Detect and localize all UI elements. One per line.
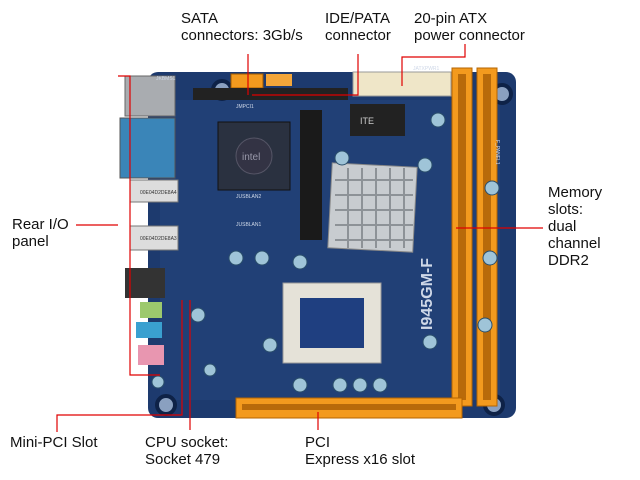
callout-lines	[56, 44, 543, 432]
label-line: PCI	[305, 434, 331, 451]
mac-sticker-2: 00E04D2DE8A3	[140, 236, 177, 242]
label-line: DDR2	[548, 252, 589, 269]
label-memory: Memory slots: dual channel DDR2	[548, 184, 602, 269]
lan-usb-port	[124, 75, 176, 117]
label-line: IDE/PATA	[325, 10, 391, 27]
pcie-slot-channel	[242, 404, 456, 410]
sata-connector-2	[266, 74, 292, 86]
label-line: Memory	[548, 184, 603, 201]
label-pcie: PCI Express x16 slot	[305, 434, 415, 468]
chip-die	[235, 137, 273, 175]
cpu-socket	[282, 282, 382, 364]
super-io-chip	[350, 104, 405, 136]
label-line: power connector	[414, 27, 525, 44]
chipset-heatsink	[327, 162, 418, 253]
callout-rear-io	[76, 75, 160, 376]
board-model-silkscreen: I945GM-F	[419, 258, 436, 330]
label-sata: SATA connectors: 3Gb/s	[181, 10, 303, 44]
ide-connector	[193, 88, 348, 100]
mac-sticker-2-box	[129, 225, 179, 251]
label-atx: 20-pin ATX power connector	[414, 10, 525, 44]
label-line: CPU socket:	[145, 434, 229, 451]
capacitors	[151, 112, 500, 393]
callout-ide	[252, 54, 359, 96]
callout-atx	[401, 44, 466, 86]
rear-io-panel: 00E04D2DE8A4 00E04D2DE8A3	[119, 75, 179, 365]
dimm-slot-2-channel	[483, 74, 491, 400]
label-line: connector	[325, 27, 391, 44]
label-line: dual	[548, 218, 577, 235]
label-line: Express x16 slot	[305, 451, 416, 468]
mac-sticker-1: 00E04D2DE8A4	[140, 190, 177, 196]
label-line: Socket 479	[145, 451, 221, 468]
label-line: connectors: 3Gb/s	[181, 27, 303, 44]
chip-brand-text: intel	[242, 152, 260, 163]
ite-chip-text: ITE	[360, 116, 374, 126]
audio-jack-green	[140, 302, 162, 318]
label-line: Rear I/O	[12, 216, 69, 233]
sata-connector	[230, 73, 264, 89]
label-line: slots:	[548, 201, 584, 218]
spdif-port	[125, 268, 165, 298]
audio-jack-pink	[138, 345, 164, 365]
vga-port	[119, 117, 176, 179]
label-ide: IDE/PATA connector	[325, 10, 391, 44]
label-line: panel	[12, 233, 49, 250]
label-mini-pci: Mini-PCI Slot	[10, 434, 98, 451]
mini-pci-slot	[300, 110, 322, 240]
label-cpu: CPU socket: Socket 479	[145, 434, 228, 468]
label-line: SATA	[181, 10, 218, 27]
label-line: Mini-PCI Slot	[10, 434, 98, 451]
audio-jack-blue	[136, 322, 162, 338]
dimm-slot-1-channel	[458, 74, 466, 400]
label-line: 20-pin ATX	[414, 10, 488, 27]
label-line: channel	[548, 235, 601, 252]
callout-mini-pci	[56, 300, 183, 432]
label-rear-io: Rear I/O panel	[12, 216, 69, 250]
